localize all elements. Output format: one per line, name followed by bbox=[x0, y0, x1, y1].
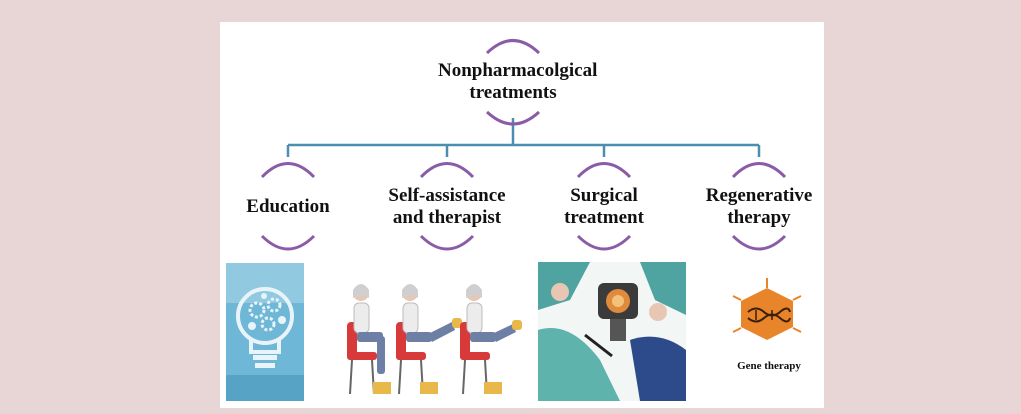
self-assistance-arc-bottom bbox=[419, 234, 475, 251]
seated-figure-2 bbox=[396, 284, 462, 395]
root-arcs bbox=[260, 39, 787, 251]
self-assistance-arc-top bbox=[419, 162, 475, 179]
education-arc-top bbox=[260, 162, 316, 179]
root-label: Nonpharmacolgical treatments bbox=[438, 60, 598, 103]
figure-panel bbox=[220, 22, 824, 408]
education-arc-bottom bbox=[260, 234, 316, 251]
surgical-arc-top bbox=[576, 162, 632, 179]
surgical-arc-bottom bbox=[576, 234, 632, 251]
regenerative-arc-top bbox=[731, 162, 787, 179]
branch-label-self-assistance: Self-assistance and therapist bbox=[388, 185, 506, 228]
root-arc-top bbox=[485, 39, 541, 55]
root-arc-bottom bbox=[485, 110, 541, 126]
connector-lines bbox=[286, 118, 761, 157]
branch-label-education: Education bbox=[246, 196, 330, 217]
gene-therapy-caption: Gene therapy bbox=[737, 360, 801, 372]
seated-figure-3 bbox=[460, 284, 522, 395]
regenerative-arc-bottom bbox=[731, 234, 787, 251]
seated-figure-1 bbox=[347, 284, 391, 395]
branch-label-surgical: Surgical treatment bbox=[564, 185, 644, 228]
knee-exercise-illustration bbox=[347, 284, 522, 395]
surgery-illustration bbox=[538, 262, 686, 401]
lightbulb-gears-icon bbox=[226, 263, 304, 401]
branch-label-regenerative: Regenerative therapy bbox=[705, 185, 813, 228]
dna-hexagon-icon bbox=[732, 278, 802, 340]
